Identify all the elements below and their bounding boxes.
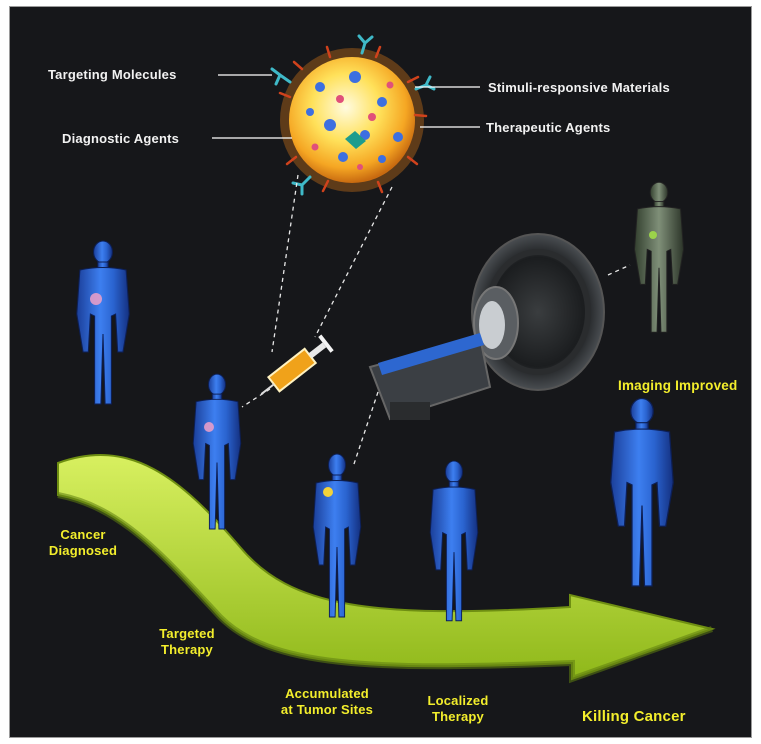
human-figure-icon [635, 182, 684, 332]
label-stimuli-responsive: Stimuli-responsive Materials [488, 80, 670, 95]
syringe-icon [255, 334, 334, 401]
label-diagnostic-agents: Diagnostic Agents [62, 131, 179, 146]
label-targeting-molecules: Targeting Molecules [48, 67, 177, 82]
diagram-artwork [10, 7, 752, 738]
mri-scanner-icon [370, 234, 604, 420]
label-therapeutic-agents: Therapeutic Agents [486, 120, 610, 135]
stage-label-killing-cancer: Killing Cancer [582, 709, 686, 725]
diagram-panel: Targeting Molecules Stimuli-responsive M… [9, 6, 752, 738]
label-imaging-improved: Imaging Improved [618, 378, 737, 393]
nanoparticle-icon [272, 36, 434, 194]
